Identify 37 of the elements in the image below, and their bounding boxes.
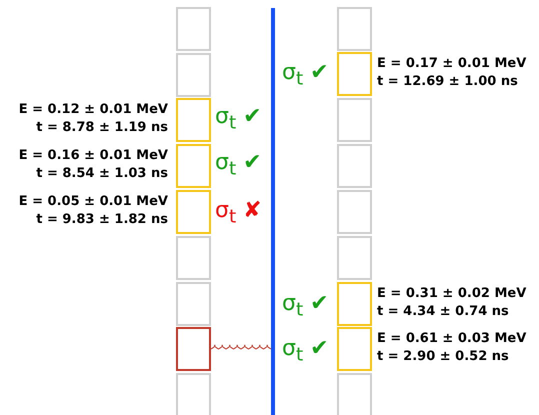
detector-cell <box>337 190 372 234</box>
energy-value: E = 0.05 ± 0.01 MeV <box>18 193 168 210</box>
energy-value: E = 0.31 ± 0.02 MeV <box>377 285 526 302</box>
detector-cell <box>337 144 372 188</box>
detector-cell <box>337 98 372 142</box>
time-value: t = 12.69 ± 1.00 ns <box>377 73 518 90</box>
detector-cell <box>176 7 211 51</box>
detector-cell <box>337 52 372 96</box>
timing-mark: σ$_{t}$ ✔ <box>215 150 262 182</box>
energy-value: E = 0.17 ± 0.01 MeV <box>377 55 526 72</box>
energy-value: E = 0.16 ± 0.01 MeV <box>18 147 168 164</box>
detector-cell <box>176 327 211 371</box>
detector-cell <box>176 98 211 142</box>
detector-cell <box>176 53 211 97</box>
detector-cell <box>176 190 211 234</box>
time-value: t = 4.34 ± 0.74 ns <box>377 303 509 320</box>
detector-cell <box>337 236 372 280</box>
detector-cell <box>337 373 372 415</box>
detector-cell <box>337 282 372 326</box>
detector-cell <box>337 327 372 371</box>
detector-cell <box>176 144 211 188</box>
detector-cell <box>337 7 372 51</box>
timing-mark: σ$_{t}$ ✔ <box>215 104 262 136</box>
timing-mark: σ$_{t}$ ✘ <box>215 198 262 230</box>
time-value: t = 2.90 ± 0.52 ns <box>377 348 509 365</box>
timing-mark: σ$_{t}$ ✔ <box>282 60 329 92</box>
photon-line <box>210 344 272 350</box>
energy-value: E = 0.12 ± 0.01 MeV <box>18 101 168 118</box>
timing-mark: σ$_{t}$ ✔ <box>282 291 329 322</box>
time-value: t = 8.78 ± 1.19 ns <box>36 119 168 136</box>
timing-mark: σ$_{t}$ ✔ <box>282 336 329 368</box>
energy-value: E = 0.61 ± 0.03 MeV <box>377 330 526 347</box>
detector-cell <box>176 373 211 415</box>
detector-cell <box>176 236 211 280</box>
time-value: t = 8.54 ± 1.03 ns <box>36 165 168 182</box>
time-value: t = 9.83 ± 1.82 ns <box>36 211 168 228</box>
detector-cell <box>176 282 211 326</box>
